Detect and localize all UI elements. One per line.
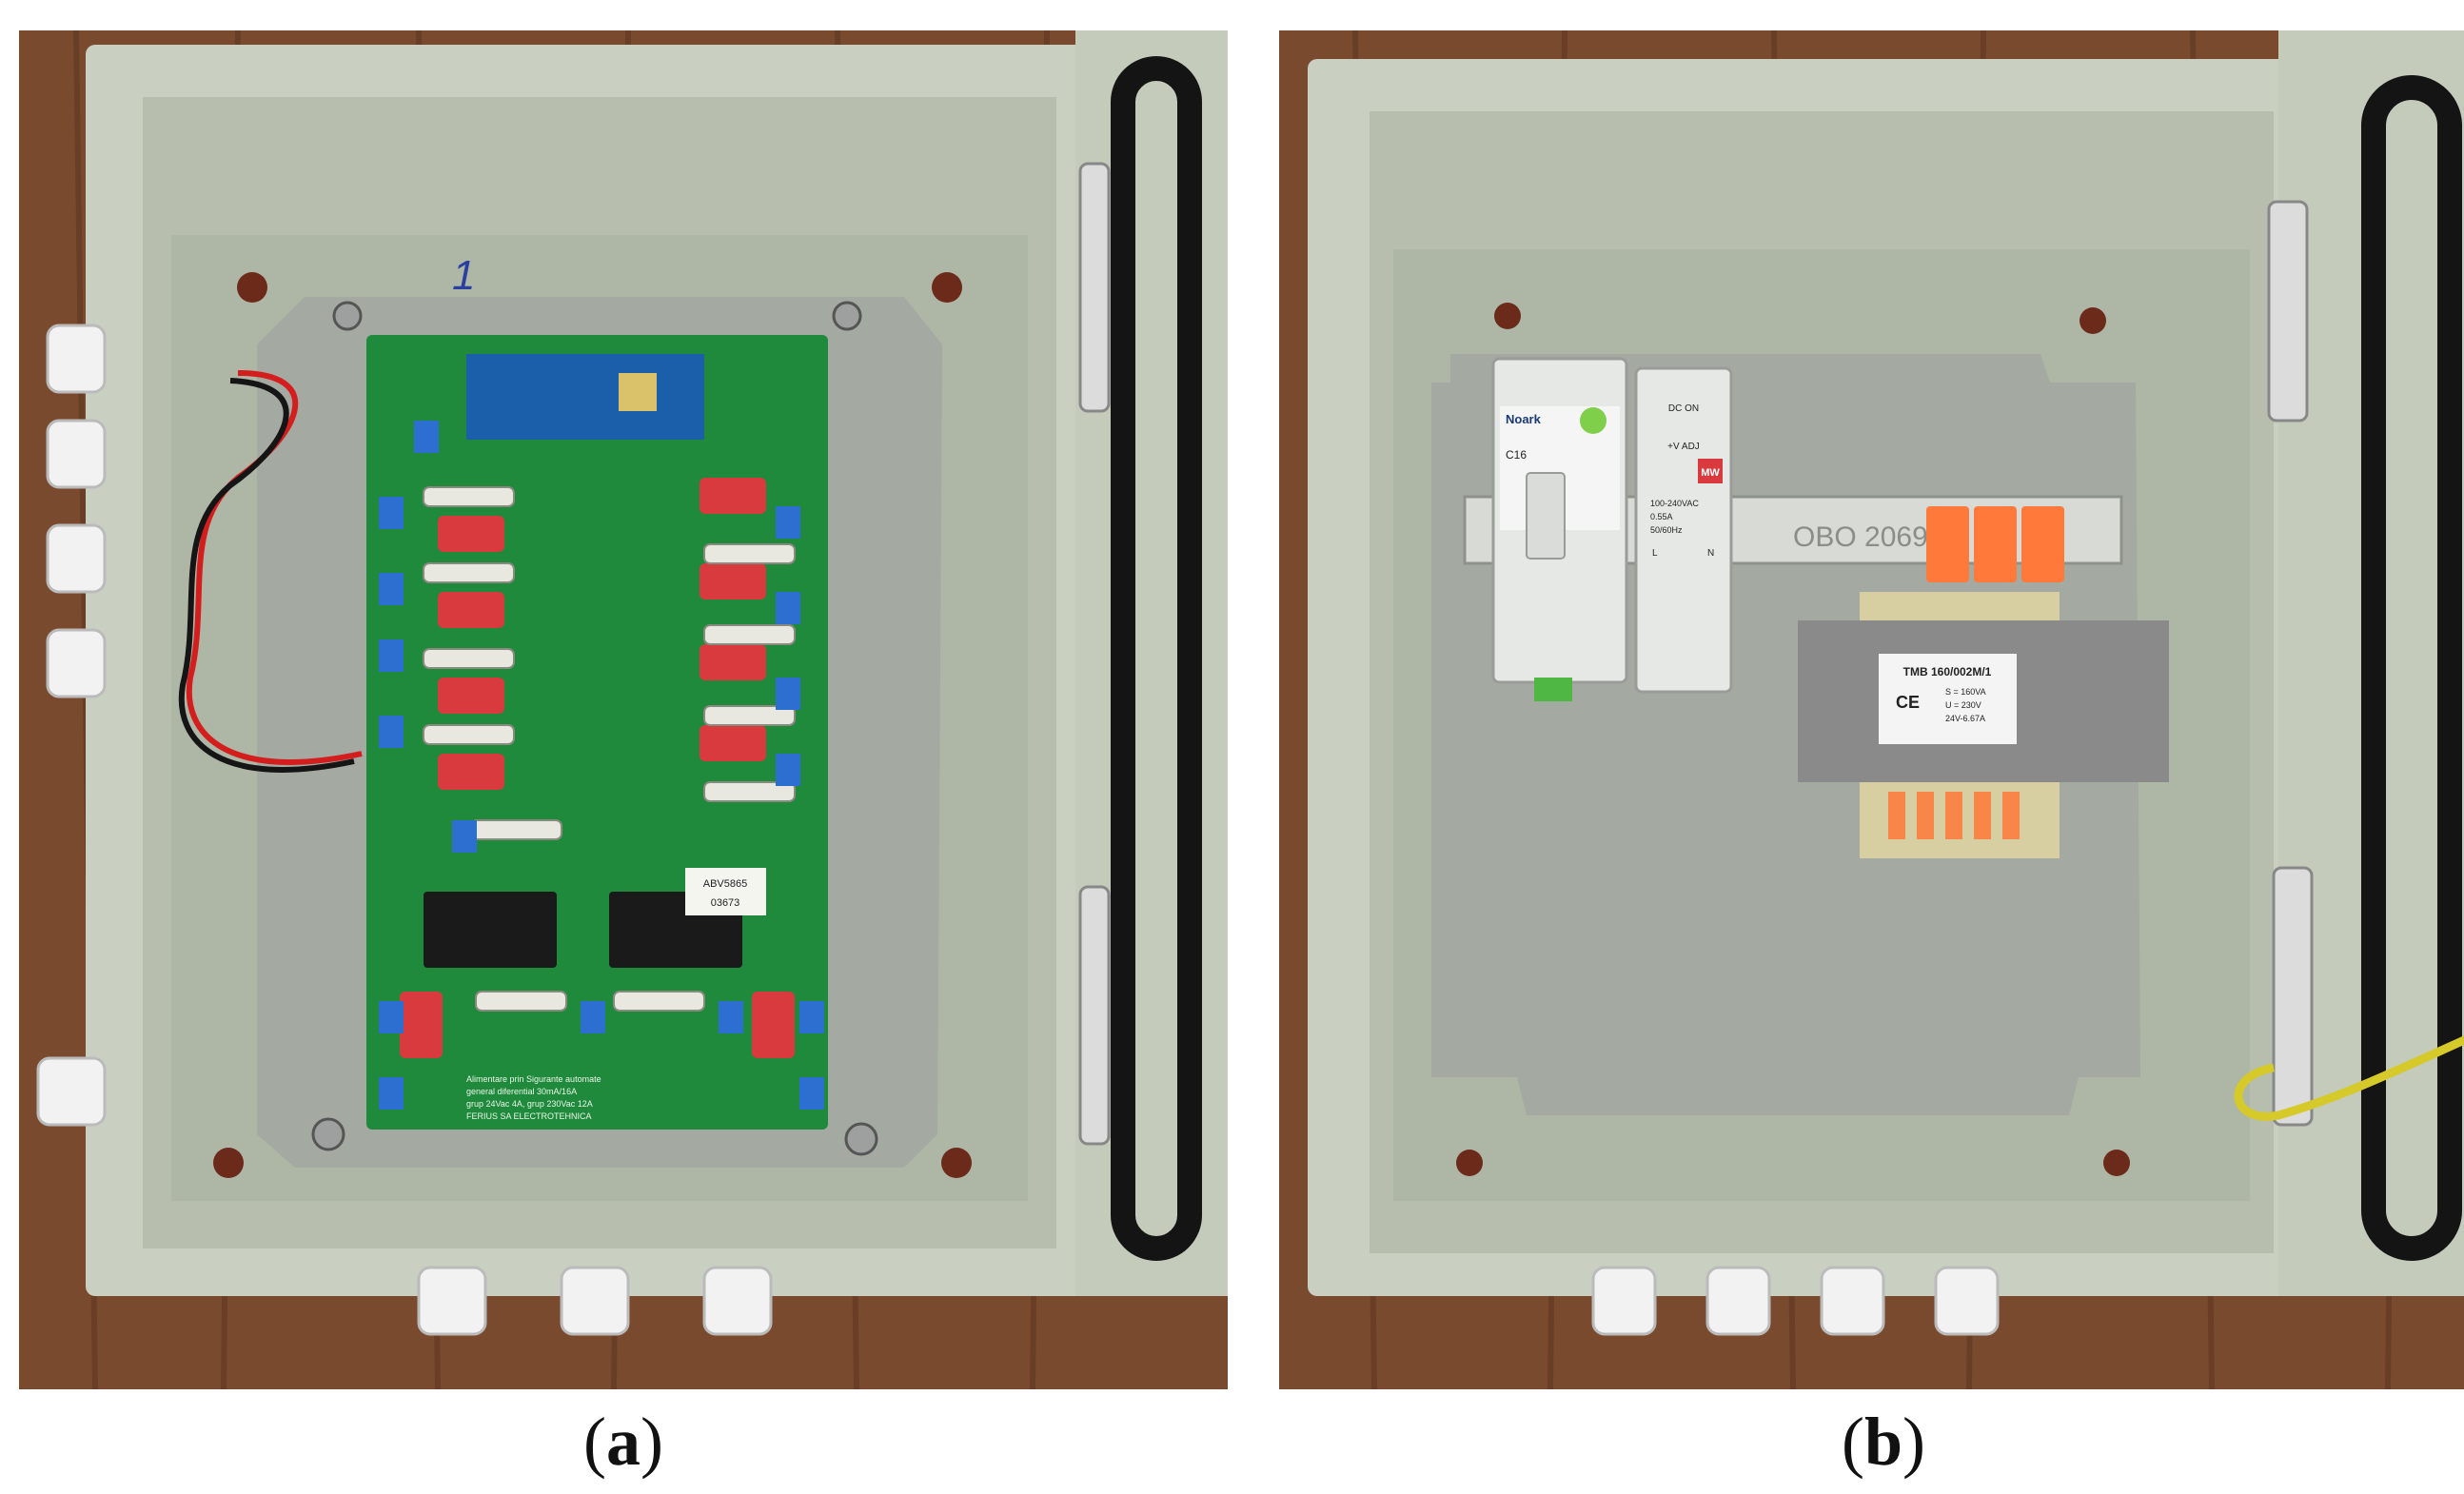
mounting-holes	[213, 272, 972, 1178]
cable-glands-bottom-b	[1591, 1266, 2000, 1336]
power-supply	[1634, 366, 1733, 694]
photo-b-drawing: OBO 2069 Noark C16 DC ON +V ADJ MW 100-2…	[1279, 30, 2464, 1389]
glass-fuses	[423, 486, 796, 1012]
breaker-lever	[1526, 472, 1566, 560]
photo-panel-b: OBO 2069 Noark C16 DC ON +V ADJ MW 100-2…	[1279, 30, 2464, 1389]
handwritten-mark: 1	[452, 252, 475, 299]
door-gasket	[1111, 56, 1202, 1261]
psu-terminal-n: N	[1707, 548, 1714, 559]
earth-wire	[2234, 1035, 2464, 1121]
breaker-clip	[1534, 678, 1572, 701]
transformer-spec-3: 24V-6.67A	[1945, 714, 1985, 723]
psu-adj-label: +V ADJ	[1667, 442, 1700, 452]
transformer-model: TMB 160/002M/1	[1903, 665, 1992, 678]
caption-b: (b)	[1279, 1399, 2464, 1484]
board-label-line-2: 03673	[711, 897, 740, 909]
transformer-specs: S = 160VA U = 230V 24V-6.67A	[1945, 687, 1986, 723]
pcb-standoffs	[311, 301, 878, 1156]
door-hinges-b	[2267, 200, 2314, 1127]
relay-capacitors	[400, 478, 795, 1058]
photo-panel-a: ABV5865 03673 Alimentare prin Sigurante …	[19, 30, 1228, 1389]
caption-a-open: (	[583, 1404, 606, 1480]
wire-red	[186, 370, 363, 765]
transformer-spec-2: U = 230V	[1945, 700, 1981, 710]
terminal-blocks	[379, 421, 824, 1110]
caption-b-open: (	[1841, 1404, 1864, 1480]
psu-spec: 100-240VAC 0.55A 50/60Hz	[1650, 499, 1699, 535]
ce-mark: CE	[1896, 693, 1920, 712]
breaker-test-button	[1580, 407, 1607, 434]
psu-spec-line-3: 50/60Hz	[1650, 525, 1683, 535]
silkscreen-line-1: Alimentare prin Sigurante automate	[466, 1074, 601, 1084]
silkscreen-line-4: FERIUS SA ELECTROTEHNICA	[466, 1111, 592, 1121]
silkscreen-line-2: general diferential 30mA/16A	[466, 1087, 577, 1096]
breaker-brand: Noark	[1506, 412, 1542, 426]
caption-a-letter: a	[606, 1404, 641, 1480]
breaker-rating: C16	[1506, 448, 1527, 462]
photo-a-drawing: ABV5865 03673 Alimentare prin Sigurante …	[19, 30, 1228, 1389]
psu-terminal-l: L	[1652, 548, 1658, 559]
din-rail-text: OBO 2069	[1793, 521, 1928, 553]
transformer-label	[1879, 654, 2017, 744]
psu-brand-box	[1698, 459, 1723, 483]
transformer-winding-terminals	[1888, 792, 2020, 839]
cable-glands-left	[36, 324, 107, 1127]
door-hinges	[1078, 162, 1111, 1146]
microcontroller-module	[466, 354, 704, 440]
cable-glands-bottom	[417, 1266, 773, 1336]
psu-spec-line-1: 100-240VAC	[1650, 499, 1699, 508]
mounting-holes-b	[1456, 303, 2130, 1176]
psu-dc-label: DC ON	[1668, 403, 1699, 414]
board-label-sticker	[685, 868, 766, 915]
door-gasket-b	[2361, 75, 2462, 1261]
psu-spec-line-2: 0.55A	[1650, 512, 1673, 521]
board-label-line-1: ABV5865	[703, 878, 747, 890]
caption-a-close: )	[641, 1404, 663, 1480]
microcontroller-chip	[619, 373, 657, 411]
wire-black	[178, 378, 355, 773]
board-silkscreen: Alimentare prin Sigurante automate gener…	[466, 1074, 601, 1121]
psu-brand: MW	[1701, 467, 1720, 479]
transformer-spec-1: S = 160VA	[1945, 687, 1986, 697]
caption-b-letter: b	[1863, 1404, 1903, 1480]
orange-terminals	[1926, 506, 2064, 582]
silkscreen-line-3: grup 24Vac 4A, grup 230Vac 12A	[466, 1099, 593, 1109]
caption-a: (a)	[19, 1399, 1228, 1484]
caption-b-close: )	[1902, 1404, 1925, 1480]
